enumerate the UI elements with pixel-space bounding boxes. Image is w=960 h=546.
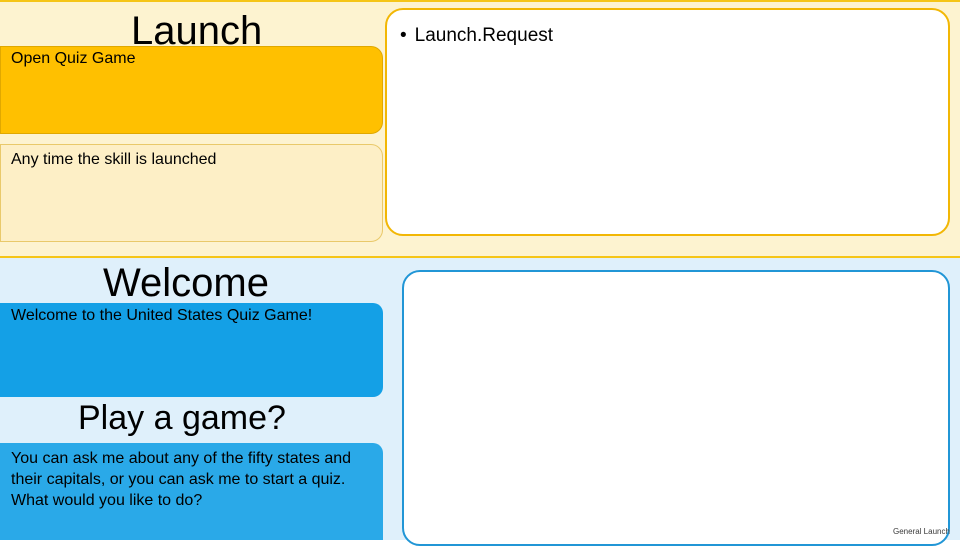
open-quiz-game-card (0, 46, 383, 134)
open-quiz-game-label: Open Quiz Game (11, 50, 136, 67)
play-a-game-card (0, 443, 383, 540)
welcome-heading: Welcome (103, 261, 269, 305)
play-a-game-heading: Play a game? (78, 399, 286, 437)
launch-request-label: Launch.Request (414, 25, 554, 46)
slide-footer-label: General Launch (893, 527, 950, 536)
launch-request-bullet: • Launch.Request (400, 24, 553, 48)
launch-detail-panel (385, 8, 950, 236)
any-time-launched-label: Any time the skill is launched (11, 151, 217, 168)
bullet-dot-icon: • (400, 25, 407, 46)
welcome-detail-panel (402, 270, 950, 546)
welcome-message-label: Welcome to the United States Quiz Game! (11, 307, 313, 324)
any-time-launched-card (0, 144, 383, 242)
welcome-message-card (0, 303, 383, 397)
launch-heading: Launch (131, 9, 263, 53)
play-a-game-label: You can ask me about any of the fifty st… (11, 450, 352, 509)
